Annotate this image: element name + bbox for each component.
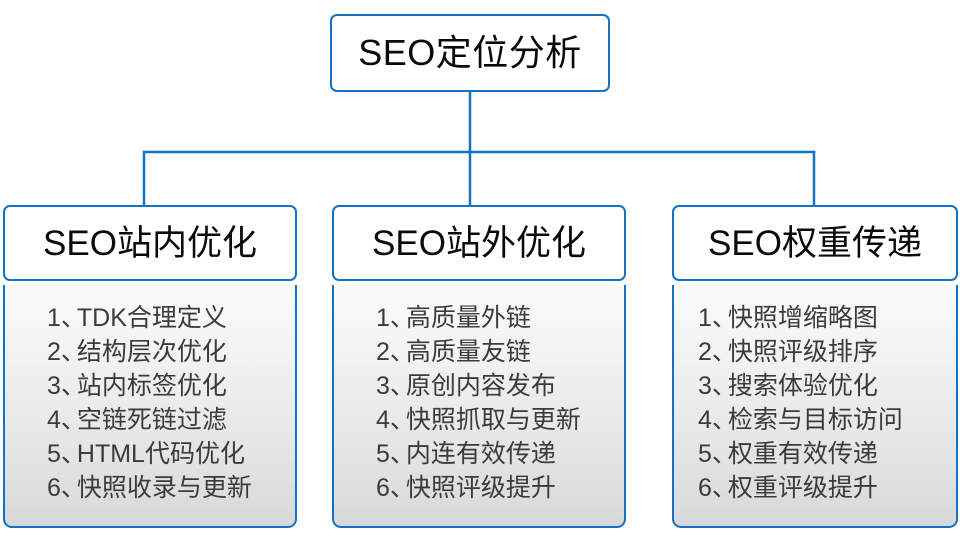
list-item-label: 高质量外链 <box>405 304 531 332</box>
list-item: 2 、 高质量友链 <box>334 332 624 366</box>
branch-column-3: SEO权重传递 1 、 快照增缩略图 2 、 快照评级排序 3 、 搜索体验优化… <box>672 205 958 528</box>
list-item-label: 快照收录与更新 <box>76 474 252 502</box>
list-item: 5 、 内连有效传递 <box>334 434 624 468</box>
list-item-separator: 、 <box>389 406 415 434</box>
list-item-label: 原创内容发布 <box>405 372 556 400</box>
list-item-separator: 、 <box>60 304 86 332</box>
list-item: 1 、 TDK合理定义 <box>5 298 295 332</box>
list-item-index: 5 <box>376 440 390 468</box>
list-item-separator: 、 <box>389 474 415 502</box>
branch-list-1: 1 、 TDK合理定义 2 、 结构层次优化 3 、 站内标签优化 4 、 空链… <box>3 285 297 528</box>
list-item: 3 、 搜索体验优化 <box>674 366 956 400</box>
list-item-separator: 、 <box>60 338 86 366</box>
list-item: 4 、 空链死链过滤 <box>5 400 295 434</box>
branch-list-3: 1 、 快照增缩略图 2 、 快照评级排序 3 、 搜索体验优化 4 、 检索与… <box>672 285 958 528</box>
list-item: 6 、 快照评级提升 <box>334 468 624 502</box>
list-item-index: 5 <box>698 440 712 468</box>
list-item-separator: 、 <box>711 440 737 468</box>
list-item-index: 3 <box>698 372 712 400</box>
list-item-index: 6 <box>47 474 61 502</box>
list-item-separator: 、 <box>60 372 86 400</box>
list-item-separator: 、 <box>389 440 415 468</box>
list-item-label: 内连有效传递 <box>405 440 556 468</box>
list-item: 2 、 结构层次优化 <box>5 332 295 366</box>
list-item-label: 搜索体验优化 <box>727 372 878 400</box>
branch-header-3[interactable]: SEO权重传递 <box>672 205 958 281</box>
list-item-separator: 、 <box>711 304 737 332</box>
list-item-separator: 、 <box>389 372 415 400</box>
branch-column-2: SEO站外优化 1 、 高质量外链 2 、 高质量友链 3 、 原创内容发布 4… <box>332 205 626 528</box>
list-item-index: 6 <box>698 474 712 502</box>
root-node[interactable]: SEO定位分析 <box>330 14 610 92</box>
list-item-label: 权重评级提升 <box>727 474 878 502</box>
list-item: 4 、 检索与目标访问 <box>674 400 956 434</box>
list-item: 6 、 快照收录与更新 <box>5 468 295 502</box>
list-item: 1 、 高质量外链 <box>334 298 624 332</box>
list-item-index: 1 <box>376 304 390 332</box>
list-item-separator: 、 <box>60 474 86 502</box>
list-item-separator: 、 <box>711 338 737 366</box>
list-item-label: 快照抓取与更新 <box>405 406 581 434</box>
list-item: 5 、 权重有效传递 <box>674 434 956 468</box>
list-item-index: 1 <box>698 304 712 332</box>
list-item-index: 5 <box>47 440 61 468</box>
list-item: 1 、 快照增缩略图 <box>674 298 956 332</box>
list-item: 2 、 快照评级排序 <box>674 332 956 366</box>
list-item-label: 权重有效传递 <box>727 440 878 468</box>
list-item-index: 4 <box>47 406 61 434</box>
branch-header-1[interactable]: SEO站内优化 <box>3 205 297 281</box>
list-item-separator: 、 <box>711 406 737 434</box>
list-item-index: 6 <box>376 474 390 502</box>
list-item: 3 、 原创内容发布 <box>334 366 624 400</box>
list-item-index: 1 <box>47 304 61 332</box>
list-item: 3 、 站内标签优化 <box>5 366 295 400</box>
list-item-label: 检索与目标访问 <box>727 406 903 434</box>
list-item-index: 3 <box>376 372 390 400</box>
branch-header-title-1: SEO站内优化 <box>43 223 257 263</box>
list-item-label: 高质量友链 <box>405 338 531 366</box>
list-item-label: 快照增缩略图 <box>727 304 878 332</box>
list-item-index: 4 <box>376 406 390 434</box>
list-item-separator: 、 <box>389 304 415 332</box>
list-item-label: 结构层次优化 <box>76 338 227 366</box>
list-item: 5 、 HTML代码优化 <box>5 434 295 468</box>
root-node-title: SEO定位分析 <box>358 32 582 73</box>
list-item-index: 2 <box>698 338 712 366</box>
branch-list-2: 1 、 高质量外链 2 、 高质量友链 3 、 原创内容发布 4 、 快照抓取与… <box>332 285 626 528</box>
branch-header-2[interactable]: SEO站外优化 <box>332 205 626 281</box>
list-item-index: 2 <box>47 338 61 366</box>
list-item-separator: 、 <box>60 440 86 468</box>
list-item-separator: 、 <box>711 474 737 502</box>
list-item-separator: 、 <box>60 406 86 434</box>
list-item-separator: 、 <box>389 338 415 366</box>
list-item: 6 、 权重评级提升 <box>674 468 956 502</box>
list-item-label: 站内标签优化 <box>76 372 227 400</box>
list-item-index: 4 <box>698 406 712 434</box>
list-item-label: TDK合理定义 <box>76 304 227 332</box>
list-item-label: 快照评级排序 <box>727 338 878 366</box>
list-item-index: 2 <box>376 338 390 366</box>
branch-header-title-3: SEO权重传递 <box>708 223 922 263</box>
list-item-index: 3 <box>47 372 61 400</box>
list-item-label: 快照评级提升 <box>405 474 556 502</box>
list-item-label: 空链死链过滤 <box>76 406 227 434</box>
list-item-label: HTML代码优化 <box>76 440 245 468</box>
branch-header-title-2: SEO站外优化 <box>372 223 586 263</box>
branch-column-1: SEO站内优化 1 、 TDK合理定义 2 、 结构层次优化 3 、 站内标签优… <box>3 205 297 528</box>
list-item-separator: 、 <box>711 372 737 400</box>
list-item: 4 、 快照抓取与更新 <box>334 400 624 434</box>
